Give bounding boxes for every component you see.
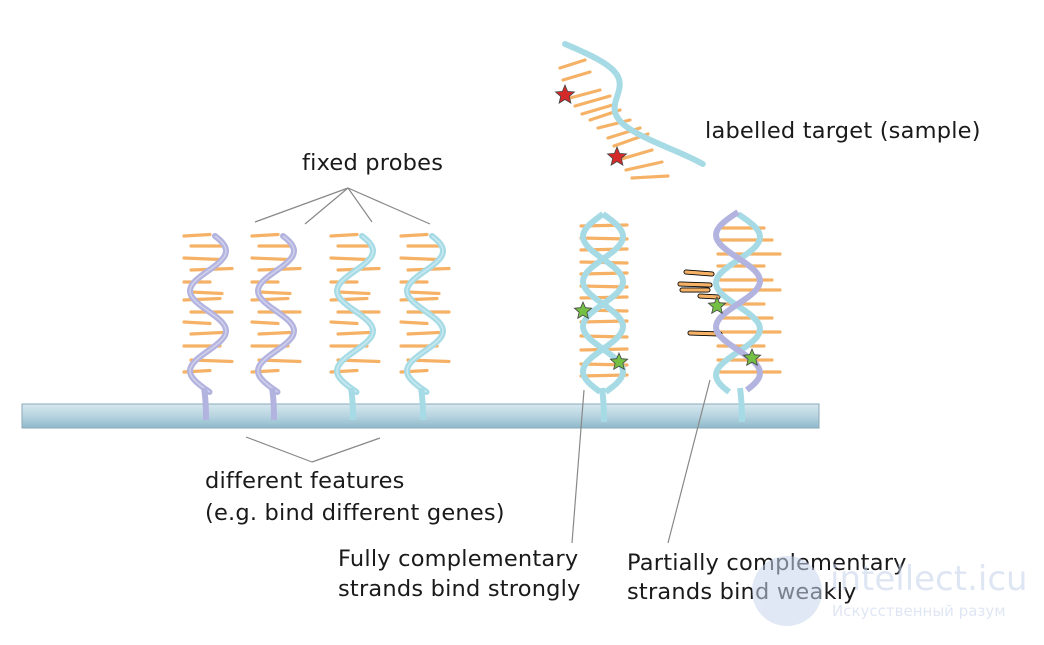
fixed-probes-pointer-2: [304, 187, 349, 225]
bound-duplex-group: [573, 209, 782, 423]
backbone-2: [254, 233, 298, 395]
pc-star-icon-1: [707, 295, 727, 315]
probe-group: [182, 232, 451, 421]
partially-complementary-duplex: [677, 209, 782, 423]
fully-complementary-label-line2: strands bind strongly: [338, 576, 581, 602]
base-1-5: [189, 290, 224, 296]
fixed-probes-pointer-4: [347, 187, 431, 225]
partially-pointer: [667, 379, 711, 544]
target-base-9: [616, 148, 654, 162]
backbone-highlight-3: [336, 235, 374, 393]
base-2-0: [250, 232, 280, 238]
backbone-highlight-1: [189, 235, 227, 393]
base-4-0: [399, 232, 429, 238]
backbone-highlight-4: [406, 235, 444, 393]
base-2-2: [250, 256, 290, 262]
target-star-icon-1: [554, 83, 576, 104]
pc-strand-a: [713, 211, 763, 395]
backbone-1: [186, 233, 230, 395]
probe-1: [182, 232, 234, 421]
fixed-probes-pointer-1: [254, 187, 349, 223]
stem-4: [418, 387, 426, 421]
fully-complementary-label-line1: Fully complementary: [338, 546, 579, 572]
target-base-10: [624, 160, 664, 172]
fc-star-icon-1: [573, 300, 593, 320]
stem-3: [348, 387, 356, 421]
fully-pointer: [571, 389, 585, 544]
pc-mismatch-base-1: [678, 282, 712, 287]
base-4-8: [399, 320, 429, 326]
base-2-6: [250, 296, 290, 302]
base-2-5: [257, 290, 292, 296]
base-1-9: [189, 330, 224, 336]
base-3-0: [329, 232, 359, 238]
fixed-probes-pointer-3: [347, 187, 373, 223]
base-1-0: [182, 232, 212, 238]
pc-star-icon-2: [742, 347, 762, 367]
base-2-8: [250, 320, 280, 326]
features-pointer-2: [311, 437, 381, 463]
target-base-1: [561, 70, 592, 82]
watermark-logo-icon: [752, 556, 822, 626]
target-base-11: [630, 174, 670, 180]
backbone-4: [403, 233, 447, 395]
base-3-8: [329, 320, 359, 326]
stem-1: [201, 387, 209, 421]
base-4-6: [399, 296, 439, 302]
labelled-target-label: labelled target (sample): [705, 118, 981, 144]
base-3-9: [336, 330, 371, 336]
fixed-probes-label: fixed probes: [302, 150, 444, 176]
base-4-2: [399, 256, 439, 262]
target-base-3: [573, 94, 612, 108]
fc-stem: [599, 387, 607, 423]
target-star-icon-2: [606, 145, 628, 166]
backbone-highlight-2: [257, 235, 295, 393]
target-base-6: [596, 118, 632, 130]
base-4-5: [406, 290, 441, 296]
fully-complementary-duplex: [573, 211, 629, 423]
labelled-target-group: [554, 41, 706, 180]
watermark-title: intellect.icu: [830, 559, 1028, 599]
watermark: intellect.icu Искусственный разум: [752, 556, 1042, 636]
probe-2: [250, 232, 302, 421]
watermark-subtitle: Искусственный разум: [832, 602, 1006, 620]
pc-stem: [737, 387, 745, 423]
target-strand: [562, 41, 706, 167]
base-2-9: [257, 330, 292, 336]
backbone-3: [333, 233, 377, 395]
pc-mismatch-base-0: [684, 270, 714, 276]
target-base-2: [568, 88, 602, 100]
base-3-2: [329, 256, 369, 262]
different-features-label-line2: (e.g. bind different genes): [205, 500, 505, 526]
stem-2: [269, 387, 277, 421]
probe-3: [329, 232, 381, 421]
pointer-lines: [245, 187, 711, 544]
fc-star-icon-2: [609, 351, 629, 371]
probe-4: [399, 232, 451, 421]
features-pointer-1: [245, 436, 313, 463]
base-4-9: [406, 330, 441, 336]
fc-base-6: [579, 295, 629, 300]
base-1-8: [182, 320, 212, 326]
target-base-0: [558, 58, 587, 70]
base-1-6: [182, 296, 222, 302]
base-3-5: [336, 290, 371, 296]
base-3-6: [329, 296, 369, 302]
base-1-2: [182, 256, 222, 262]
different-features-label-line1: different features: [205, 468, 405, 494]
fc-base-1: [579, 236, 629, 241]
pc-mismatch-base-3: [698, 294, 720, 299]
target-base-4: [580, 102, 618, 116]
